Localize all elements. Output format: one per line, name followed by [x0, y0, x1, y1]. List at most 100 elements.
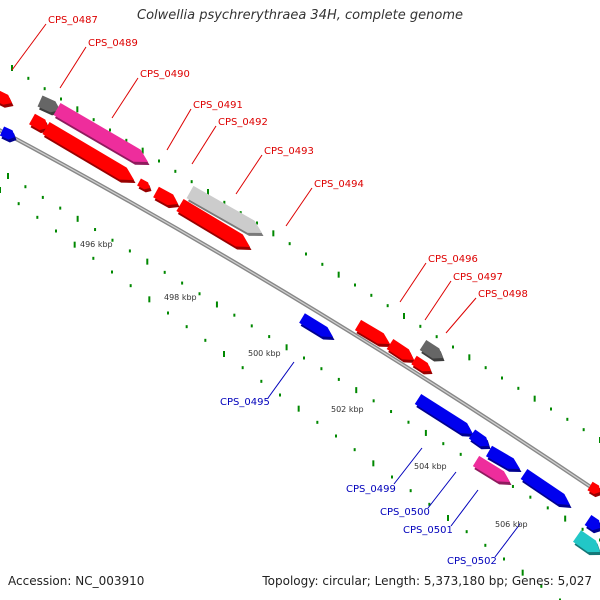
tick-dot	[546, 506, 549, 510]
gene-arrow-right-blue[interactable]	[584, 515, 600, 534]
tick-dot	[60, 97, 62, 101]
leader-line	[494, 523, 521, 558]
tick-dot	[241, 366, 244, 370]
tick-dot	[419, 324, 422, 328]
tick-dot	[428, 502, 431, 506]
kbp-tick-label: 504 kbp	[414, 462, 447, 471]
tick-dot	[354, 283, 356, 287]
gene-arrow-0499[interactable]	[414, 393, 475, 437]
tick-dot	[447, 515, 449, 521]
gene-arrow-0502[interactable]	[520, 469, 572, 508]
genome-summary-text: Topology: circular; Length: 5,373,180 bp…	[262, 574, 592, 588]
gene-label-cps-0501[interactable]: CPS_0501	[403, 525, 453, 536]
gene-label-cps-0492[interactable]: CPS_0492	[218, 117, 268, 128]
gene-label-cps-0496[interactable]: CPS_0496	[428, 254, 478, 265]
leader-line	[424, 280, 452, 321]
gene-arrow-0495[interactable]	[299, 313, 335, 340]
gene-arrow-0494[interactable]	[176, 198, 252, 250]
tick-dot	[566, 417, 569, 421]
tick-dot	[386, 304, 389, 308]
tick-dot	[59, 206, 62, 210]
gene-label-cps-0494[interactable]: CPS_0494	[314, 179, 364, 190]
gene-layer	[0, 89, 600, 556]
gene-arrow-0491[interactable]	[137, 178, 152, 193]
tick-dot	[303, 356, 305, 360]
tick-dot	[223, 351, 225, 357]
leader-line	[11, 23, 47, 71]
gene-arrow-0488[interactable]	[29, 113, 50, 134]
tick-dot	[529, 495, 532, 499]
tick-dot	[92, 256, 95, 260]
tick-dot	[581, 527, 584, 531]
tick-dot	[223, 200, 226, 204]
tick-dot	[146, 258, 149, 265]
gene-label-cps-0497[interactable]: CPS_0497	[453, 272, 503, 283]
tick-dot	[409, 489, 412, 493]
gene-arrow-0500b[interactable]	[485, 445, 522, 472]
gene-arrow-unlabeled-blue[interactable]	[0, 126, 17, 143]
leader-line	[450, 489, 479, 527]
tick-dot	[17, 202, 20, 206]
gene-arrow-0490[interactable]	[42, 121, 136, 183]
tick-dot	[158, 159, 160, 163]
gene-arrow-0493[interactable]	[186, 185, 264, 236]
tick-dot	[407, 420, 410, 424]
tick-dot	[468, 354, 471, 361]
gene-label-cps-0500[interactable]: CPS_0500	[380, 507, 430, 518]
tick-dot	[163, 270, 166, 274]
leader-line	[399, 262, 427, 303]
tick-dot	[272, 230, 275, 237]
gene-arrow-0498[interactable]	[419, 339, 445, 362]
gene-label-cps-0490[interactable]: CPS_0490	[140, 69, 190, 80]
tick-dot	[92, 118, 95, 122]
tick-dot	[109, 128, 111, 132]
tick-dot	[452, 345, 454, 349]
gene-arrow-0501[interactable]	[472, 455, 512, 485]
tick-dot	[288, 242, 291, 246]
gene-label-cps-0489[interactable]: CPS_0489	[88, 38, 138, 49]
tick-dot	[279, 393, 281, 397]
gene-arrow-0497b[interactable]	[411, 355, 433, 375]
tick-dot	[316, 420, 319, 424]
gene-arrow-0496[interactable]	[354, 319, 392, 347]
tick-dot	[268, 335, 271, 339]
tick-dot	[55, 229, 57, 233]
tick-dot	[76, 106, 79, 113]
gene-label-cps-0491[interactable]: CPS_0491	[193, 100, 243, 111]
gene-label-cps-0502[interactable]: CPS_0502	[447, 556, 497, 567]
tick-dot	[559, 598, 561, 600]
tick-dot	[484, 366, 487, 370]
tick-dot	[27, 76, 30, 80]
tick-dot	[174, 169, 177, 173]
tick-dot	[459, 452, 462, 456]
tick-dot	[43, 87, 46, 91]
gene-arrow-0497[interactable]	[386, 339, 416, 363]
gene-label-cps-0493[interactable]: CPS_0493	[264, 146, 314, 157]
gene-label-cps-0499[interactable]: CPS_0499	[346, 484, 396, 495]
tick-dot	[503, 557, 505, 561]
gene-label-cps-0498[interactable]: CPS_0498	[478, 289, 528, 300]
tick-dot	[148, 296, 151, 303]
gene-arrow-right-red[interactable]	[587, 481, 600, 498]
gene-label-cps-0487[interactable]: CPS_0487	[48, 15, 98, 26]
tick-dot	[0, 187, 1, 193]
tick-dot	[181, 281, 184, 285]
gene-arrow-unlabeled-left[interactable]	[0, 89, 14, 108]
gene-arrow-cyan[interactable]	[573, 530, 600, 556]
tick-dot	[256, 221, 258, 225]
tick-dot	[11, 65, 13, 71]
tick-dot	[424, 429, 427, 436]
tick-dot	[204, 338, 207, 342]
tick-dot	[297, 405, 300, 412]
gene-arrow-0500[interactable]	[468, 429, 491, 450]
gene-labels: CPS_0487CPS_0489CPS_0490CPS_0491CPS_0492…	[48, 15, 528, 567]
kbp-tick-label: 500 kbp	[248, 349, 281, 358]
gene-arrow-0489[interactable]	[53, 102, 150, 165]
tick-dot	[111, 270, 113, 274]
gene-label-cps-0495[interactable]: CPS_0495	[220, 397, 270, 408]
leader-line	[235, 154, 263, 195]
tick-dot	[141, 147, 144, 154]
accession-text: Accession: NC_003910	[8, 574, 145, 588]
gene-arrow-0492[interactable]	[153, 186, 180, 209]
tick-dot	[207, 189, 209, 195]
